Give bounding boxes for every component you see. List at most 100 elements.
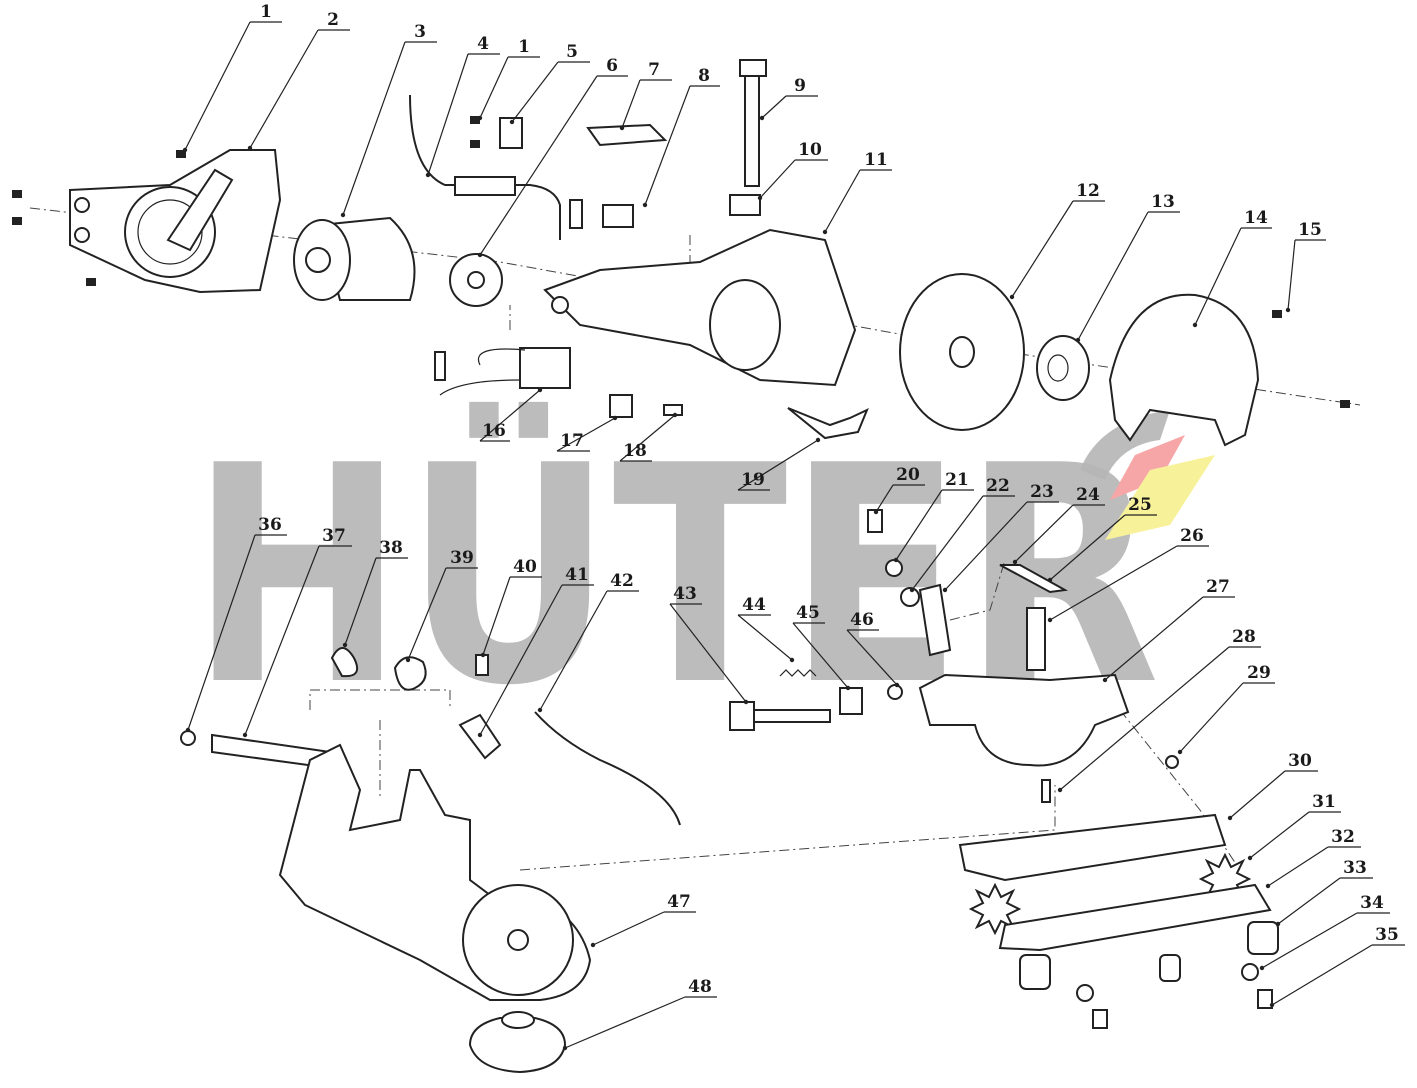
callout-leader	[592, 911, 665, 946]
part-number-label: 44	[742, 595, 766, 615]
callout-leader	[1077, 211, 1149, 341]
callout-21: 20	[873, 465, 925, 515]
rear-housing	[69, 149, 282, 294]
part-number-label: 1	[518, 37, 530, 57]
callout-dot	[815, 437, 821, 443]
callout-leader	[761, 95, 787, 119]
callout-dot	[1269, 1002, 1275, 1008]
callout-10: 9	[759, 76, 818, 121]
main-body	[543, 228, 857, 387]
callout-11: 10	[757, 140, 828, 201]
callout-24: 23	[942, 482, 1059, 593]
callout-26: 25	[1047, 495, 1157, 583]
callout-25: 24	[1012, 485, 1105, 565]
part-number-label: 37	[322, 526, 346, 546]
star-washer-left	[968, 882, 1022, 936]
part-number-label: 30	[1288, 751, 1312, 771]
callout-dot	[1275, 921, 1281, 927]
callout-46: 45	[792, 603, 851, 691]
part-number-label: 28	[1232, 627, 1256, 647]
callout-dot	[1057, 787, 1063, 793]
callout-30: 29	[1177, 663, 1275, 755]
clamp-bolt	[729, 701, 831, 731]
callout-39: 38	[342, 538, 408, 648]
callout-dot	[942, 587, 948, 593]
callout-leader	[911, 495, 984, 591]
callout-leader	[1229, 770, 1286, 819]
part-number-label: 19	[741, 470, 765, 490]
part-number-label: 5	[566, 42, 578, 62]
adjust-bolt	[729, 59, 767, 216]
watermark-accent-yellow	[1105, 455, 1215, 540]
callout-dot	[477, 115, 483, 121]
callout-dot	[909, 587, 915, 593]
callout-6: 5	[509, 42, 590, 125]
part-number-label: 25	[1128, 495, 1152, 515]
callout-dot	[1192, 322, 1198, 328]
callout-leader	[1194, 227, 1242, 326]
motor	[293, 216, 416, 301]
part-number-label: 9	[794, 76, 806, 96]
knob-left	[1019, 954, 1051, 990]
callout-leader	[244, 545, 320, 736]
screw-small	[1165, 755, 1179, 769]
shaft-pin	[1026, 607, 1046, 671]
part-number-label: 22	[986, 476, 1010, 496]
callout-31: 30	[1227, 751, 1318, 821]
callout-leader	[1267, 846, 1329, 887]
capacitor-board	[434, 347, 633, 418]
callout-leader	[875, 484, 894, 513]
callout-5: 1	[477, 37, 540, 121]
part-number-label: 8	[698, 66, 710, 86]
callout-leader	[669, 603, 747, 703]
callout-18: 17	[556, 415, 618, 452]
small-pin	[1041, 779, 1051, 803]
lock-lever	[918, 583, 952, 657]
callout-dot	[537, 707, 543, 713]
callout-leader	[1049, 514, 1126, 581]
callout-3: 3	[340, 22, 437, 218]
disc-center	[949, 336, 975, 368]
callout-40: 39	[405, 548, 478, 663]
callout-leader	[344, 557, 377, 646]
callout-leader	[737, 439, 819, 491]
part-number-label: 26	[1180, 526, 1204, 546]
callout-35: 34	[1259, 893, 1390, 971]
screw-bottom	[1092, 1009, 1108, 1029]
part-number-label: 42	[610, 571, 634, 591]
callout-19: 18	[619, 412, 678, 462]
callout-leader	[1059, 646, 1230, 791]
screw-35	[1257, 989, 1273, 1009]
callout-leader	[479, 75, 598, 256]
upper-plate	[958, 813, 1227, 882]
part-number-label: 2	[327, 10, 339, 30]
callout-dot	[477, 252, 483, 258]
disc-guard	[1108, 293, 1260, 447]
callout-45: 44	[737, 595, 795, 663]
callout-dot	[1009, 294, 1015, 300]
callout-28: 27	[1102, 577, 1235, 683]
part-number-label: 17	[560, 431, 584, 451]
part-number-label: 47	[667, 892, 691, 912]
callout-leader	[1277, 877, 1341, 925]
callout-leader	[824, 169, 861, 233]
callout-41: 40	[480, 557, 542, 658]
callout-23: 22	[909, 476, 1015, 593]
callout-4: 4	[425, 34, 500, 178]
part-number-label: 14	[1244, 208, 1268, 228]
part-number-label: 16	[482, 421, 506, 441]
callout-15: 14	[1192, 208, 1272, 328]
part-number-label: 15	[1298, 220, 1322, 240]
callout-43: 42	[537, 571, 639, 713]
part-number-label: 48	[688, 977, 712, 997]
washer-bottom	[1076, 984, 1094, 1002]
callout-49: 48	[562, 977, 717, 1051]
callout-dot	[1102, 677, 1108, 683]
callout-leader	[737, 614, 793, 661]
callout-leader	[249, 29, 319, 149]
callout-dot	[1047, 617, 1053, 623]
callout-17: 16	[479, 387, 543, 442]
callout-leader	[759, 159, 796, 199]
callout-dot	[477, 732, 483, 738]
base-dial-hole	[507, 929, 529, 951]
